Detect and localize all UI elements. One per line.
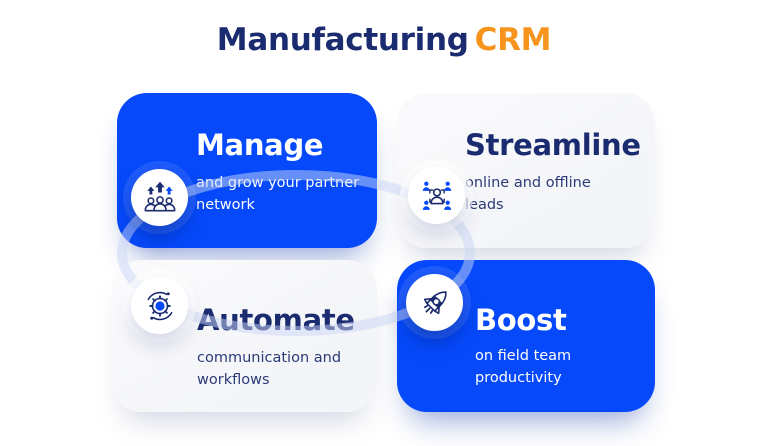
- card-manage-title: Manage: [196, 128, 324, 162]
- title-accent: CRM: [474, 22, 552, 58]
- rocket-icon: [423, 290, 447, 314]
- partner-growth-icon: [144, 181, 175, 211]
- boost-icon-badge: [406, 274, 463, 331]
- manage-icon-badge: [131, 169, 188, 226]
- streamline-icon-badge: [408, 167, 465, 224]
- card-automate-title: Automate: [197, 303, 355, 337]
- card-automate-description: communication and workflows: [197, 350, 342, 388]
- automation-gear-icon: [147, 291, 172, 320]
- automate-icon-badge: [131, 277, 188, 334]
- card-streamline-description: online and offline leads: [465, 175, 591, 213]
- card-streamline-title: Streamline: [465, 128, 641, 162]
- card-manage-description: and grow your partner network: [196, 175, 360, 213]
- lead-capture-icon: [422, 181, 451, 210]
- card-boost-description: on field team productivity: [475, 348, 572, 386]
- card-boost-title: Boost: [475, 303, 567, 337]
- title-primary: Manufacturing: [216, 22, 469, 58]
